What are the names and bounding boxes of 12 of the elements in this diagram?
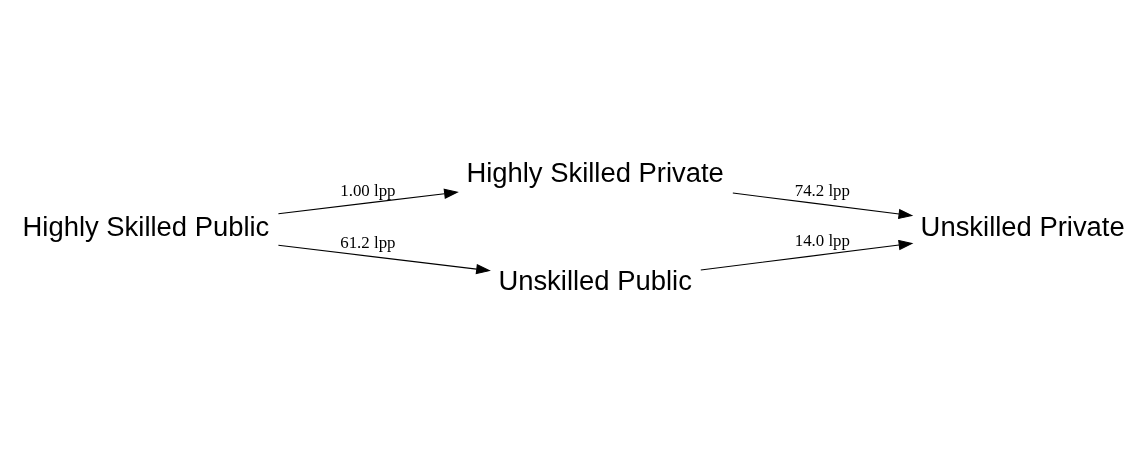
arrow — [277, 188, 459, 214]
node-text: Unskilled Public — [498, 264, 692, 296]
edge-label: 61.2 lpp — [340, 232, 396, 252]
arrow — [732, 191, 914, 219]
edge-label: 14.0 lpp — [794, 230, 850, 250]
edge-label: 1.00 lpp — [340, 180, 396, 200]
node-text: Highly Skilled Private — [466, 156, 724, 188]
node-text: Highly Skilled Public — [22, 210, 270, 242]
node-text: Unskilled Private — [920, 210, 1125, 242]
arrow — [700, 239, 914, 271]
edge-label: 74.2 lpp — [794, 180, 850, 200]
arrow — [277, 244, 491, 274]
